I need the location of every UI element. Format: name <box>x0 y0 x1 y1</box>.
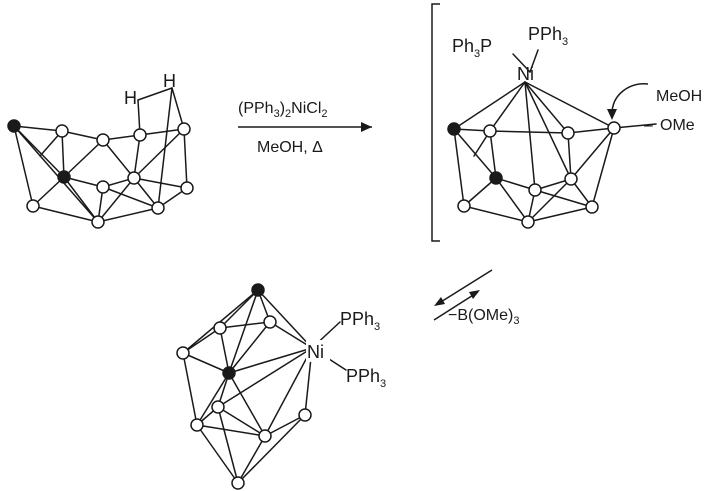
boron-atom <box>133 128 147 142</box>
boron-atom <box>55 124 69 138</box>
attack-arrowhead <box>607 109 617 120</box>
reverse-equilibrium-line <box>433 291 479 321</box>
substituent-dash: – <box>644 117 653 134</box>
product-ligand-top: PPh3 <box>340 309 380 333</box>
carbon-atom <box>447 122 461 136</box>
substituent-label: OMe <box>660 117 695 134</box>
product-metal-label-bg <box>306 340 330 362</box>
boron-atom <box>457 199 471 213</box>
intermediate-metal-label: Ni <box>517 64 534 84</box>
intermediate-ligand-left: Ph3P <box>452 36 492 60</box>
starting-cluster-bonds <box>13 87 188 223</box>
boron-atom <box>263 315 277 329</box>
boron-atom <box>26 199 40 213</box>
starting-carborane-cluster: H H <box>7 71 194 229</box>
boron-atom <box>96 133 110 147</box>
boron-atom <box>190 418 204 432</box>
equilibrium-arrows: −B(OMe)3 <box>433 269 519 327</box>
boron-atom <box>180 181 194 195</box>
reverse-equilibrium-head <box>469 290 480 299</box>
forward-arrowhead <box>361 122 372 132</box>
intermediate-cluster: Ph3P PPh3 Ni MeOH OMe – <box>447 24 702 229</box>
attacking-reagent-label: MeOH <box>656 88 702 105</box>
intermediate-ligand-right: PPh3 <box>528 24 568 48</box>
boron-atom <box>211 400 225 414</box>
boron-atom <box>521 215 535 229</box>
boron-atom <box>258 429 272 443</box>
boron-atom <box>585 200 599 214</box>
carbon-atom <box>57 170 71 184</box>
boron-atom <box>91 215 105 229</box>
bridging-hydrogen-label: H <box>163 71 176 91</box>
boron-atom <box>96 180 110 194</box>
intermediate-bracket <box>431 3 440 242</box>
bridging-hydrogen-label: H <box>124 88 137 108</box>
reagent-line-1: (PPh3)2NiCl2 <box>238 100 328 120</box>
reaction-arrow-1: (PPh3)2NiCl2 MeOH, Δ <box>238 100 372 156</box>
forward-equilibrium-head <box>434 297 445 306</box>
boron-atom <box>213 321 227 335</box>
boron-atom <box>231 476 245 490</box>
boron-atom <box>561 126 575 140</box>
byproduct-label: −B(OMe)3 <box>448 307 519 327</box>
intermediate-cluster-bonds <box>453 49 657 223</box>
product-metal-label: Ni <box>307 342 324 362</box>
boron-atom <box>483 124 497 138</box>
product-ligand-bottom: PPh3 <box>346 366 386 390</box>
boron-atom <box>607 121 621 135</box>
boron-atom <box>177 122 191 136</box>
forward-equilibrium-line <box>435 269 493 306</box>
boron-atom <box>176 346 190 360</box>
reagent-line-2: MeOH, Δ <box>257 139 323 156</box>
product-cluster: Ni PPh3 PPh3 <box>176 283 386 490</box>
carbon-atom <box>489 171 503 185</box>
boron-atom <box>151 201 165 215</box>
boron-atom <box>528 183 542 197</box>
boron-atom <box>127 171 141 185</box>
carbon-atom <box>251 283 265 297</box>
boron-atom <box>564 172 578 186</box>
carbon-atom <box>7 119 21 133</box>
attack-arrow <box>611 83 649 115</box>
boron-atom <box>298 408 312 422</box>
carbon-atom <box>222 366 236 380</box>
